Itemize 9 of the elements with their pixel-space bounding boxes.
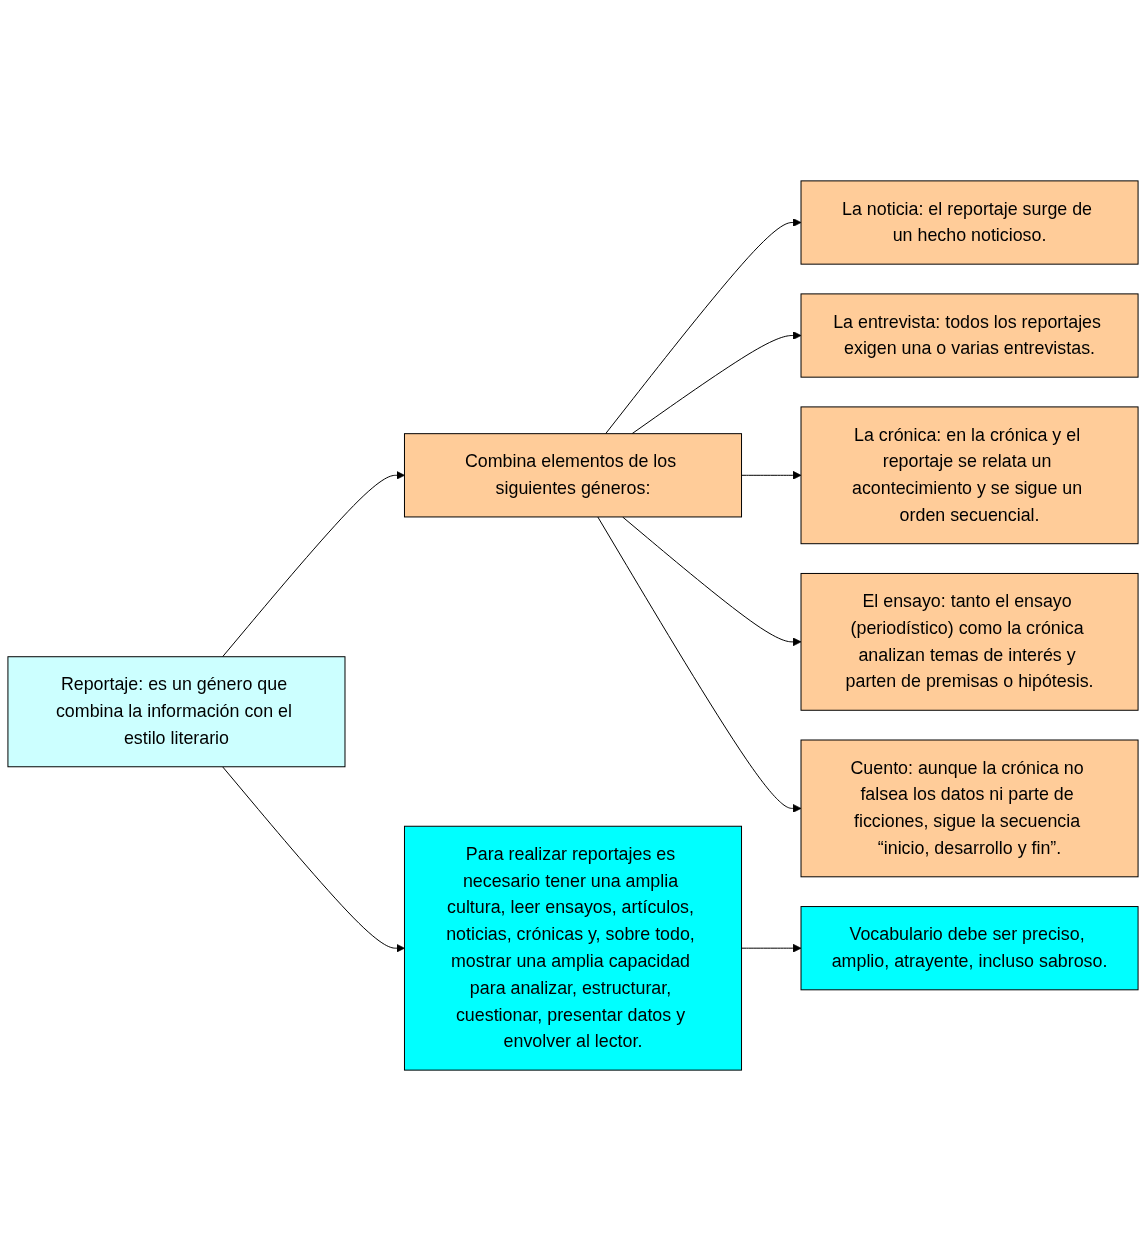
node-box: La noticia: el reportaje surge de un hecho noticioso. — [800, 180, 1139, 265]
node-box: Vocabulario debe ser preciso, amplio, atrayente, incluso sabroso. — [800, 906, 1139, 991]
node-box: Cuento: aunque la crónica no falsea los datos ni parte de ficciones, sigue la secuencia “inicio, desarrollo y fin”. — [800, 739, 1139, 878]
node-box: La entrevista: todos los reportajes exigen una o varias entrevistas. — [800, 293, 1139, 378]
node-box: Reportaje: es un género que combina la información con el estilo literario — [7, 656, 346, 768]
node-box: La crónica: en la crónica y el reportaje se relata un acontecimiento y se sigue un orden secuencial. — [800, 406, 1139, 545]
node-box: El ensayo: tanto el ensayo (periodístico) como la crónica analizan temas de interés y parten de premisas o hipótesis. — [800, 572, 1139, 711]
node-box: Combina elementos de los siguientes géneros: — [403, 433, 743, 518]
node-box: Para realizar reportajes es necesario tener una amplia cultura, leer ensayos, artículos, noticias, crónicas y, sobre todo, mostrar una amplia capacidad para analizar, estructurar, cuestionar, presentar datos y envolver al lector. — [403, 825, 743, 1071]
